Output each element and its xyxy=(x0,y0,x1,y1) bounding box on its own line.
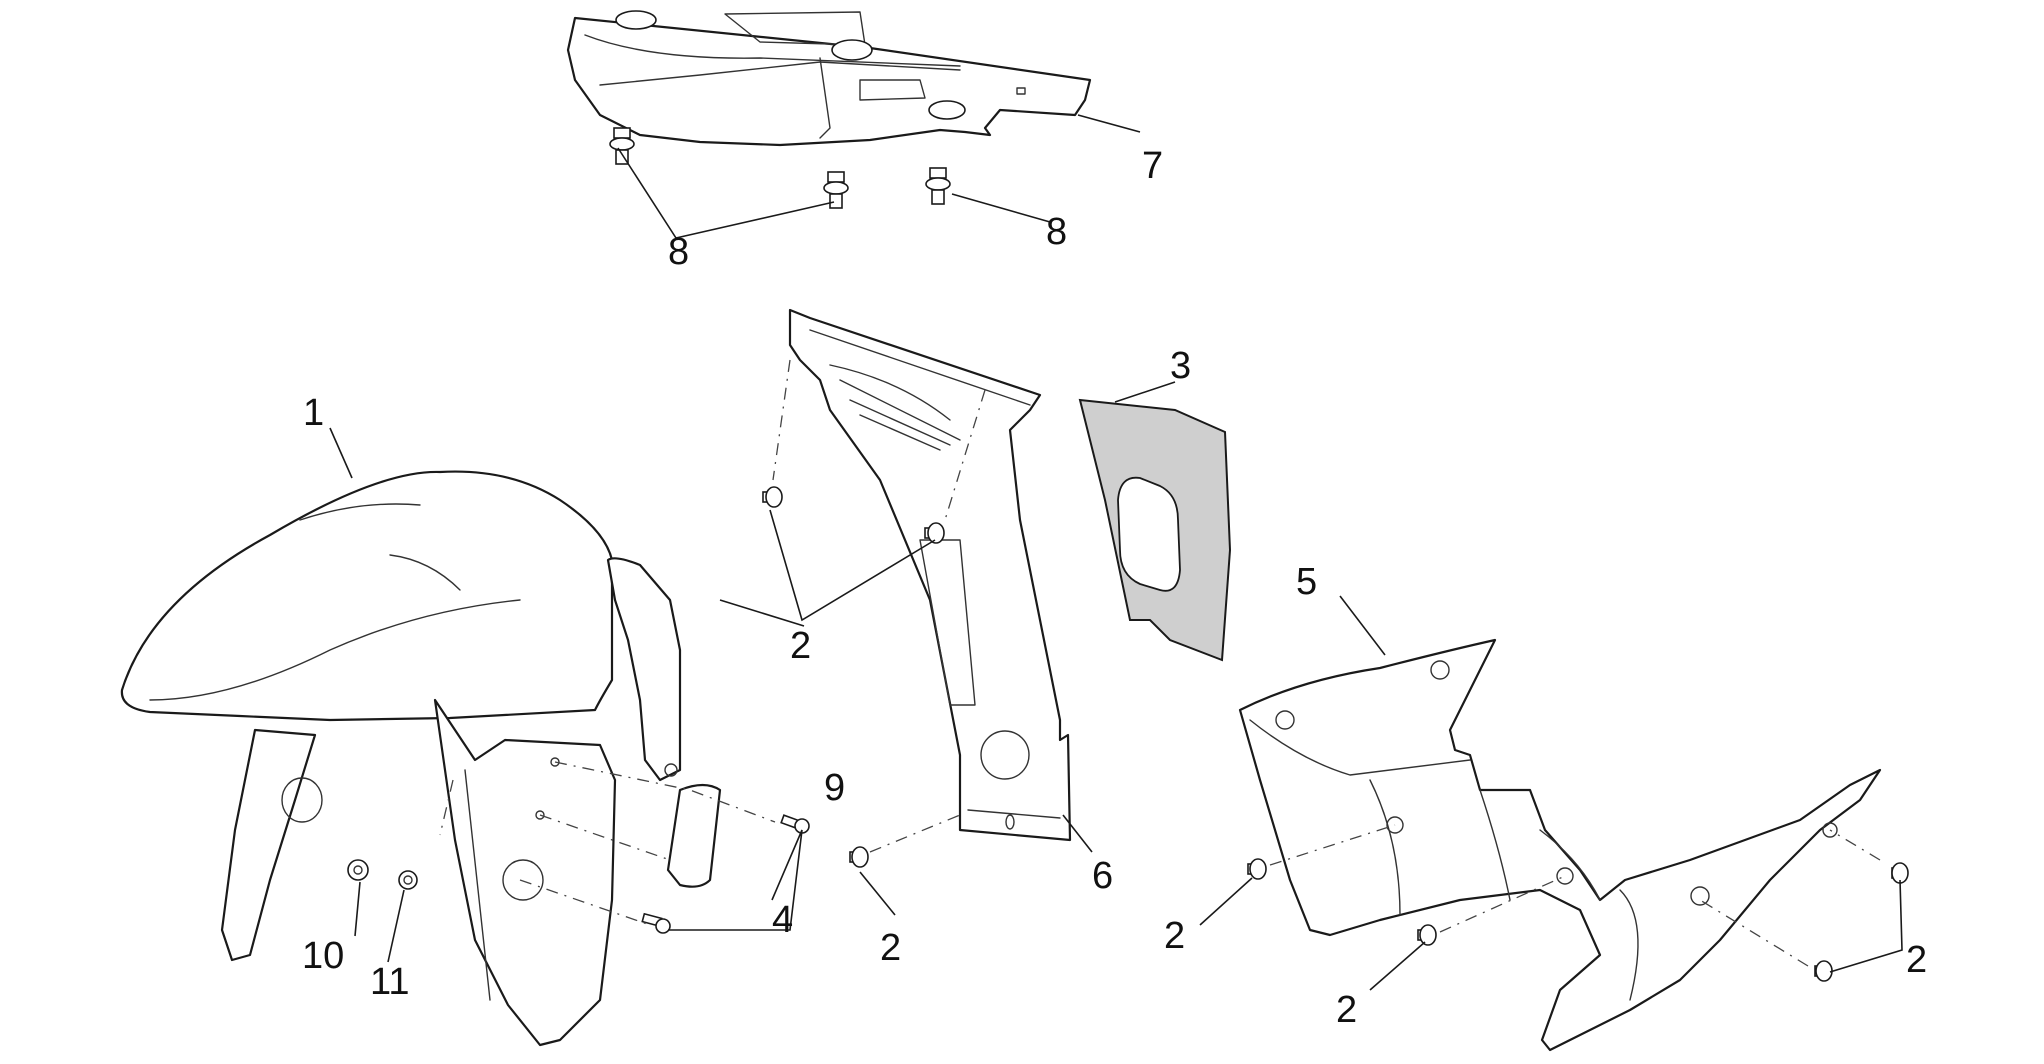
callout-10: 10 xyxy=(302,935,344,977)
assembly-lines xyxy=(439,359,1881,967)
part-2-screw-bracket-lower xyxy=(924,522,945,544)
part-4-screw-upper xyxy=(780,814,810,834)
part-6-inner-bracket xyxy=(788,308,1072,842)
callout-2-fairing-c: 2 xyxy=(1906,939,1927,981)
part-11-washer xyxy=(398,870,418,890)
leader-lines xyxy=(329,114,1903,991)
part-5-side-fairing xyxy=(1238,638,1882,1052)
part-8-screw-left xyxy=(609,127,635,165)
callout-1: 1 xyxy=(303,392,324,434)
part-2-screw-bracket-bottom xyxy=(849,846,869,868)
part-1-front-mudguard xyxy=(120,470,682,1047)
callout-2-center: 2 xyxy=(790,625,811,667)
part-2-screw-fairing-left xyxy=(1247,858,1267,880)
part-3-gasket xyxy=(1078,398,1232,662)
callout-2-bracket: 2 xyxy=(880,927,901,969)
callout-6: 6 xyxy=(1092,855,1113,897)
callout-3: 3 xyxy=(1170,345,1191,387)
callout-2-fairing-b: 2 xyxy=(1336,989,1357,1031)
part-10-nut xyxy=(347,859,369,881)
part-8-screw-right xyxy=(925,167,951,205)
part-2-screw-fairing-right-upper xyxy=(1891,862,1909,884)
callout-5: 5 xyxy=(1296,561,1317,603)
callout-numbers: 1 2 3 4 5 6 7 8 8 9 10 11 2 2 2 2 xyxy=(302,145,1927,1031)
callout-11: 11 xyxy=(370,961,409,1003)
part-2-screw-bracket-upper xyxy=(762,486,783,508)
callout-7: 7 xyxy=(1142,145,1163,187)
callout-8-left: 8 xyxy=(668,231,689,273)
part-2-screw-fairing-right-lower xyxy=(1814,960,1833,982)
part-2-screw-fairing-center xyxy=(1417,924,1437,946)
callout-8-right: 8 xyxy=(1046,211,1067,253)
part-4-screw-lower xyxy=(641,912,671,934)
callout-9: 9 xyxy=(824,767,845,809)
callout-2-fairing-a: 2 xyxy=(1164,915,1185,957)
part-9-cover-plate xyxy=(666,783,722,888)
part-8-screw-middle xyxy=(823,171,849,209)
part-7-upper-bracket xyxy=(566,10,1092,147)
callout-4: 4 xyxy=(772,899,793,941)
